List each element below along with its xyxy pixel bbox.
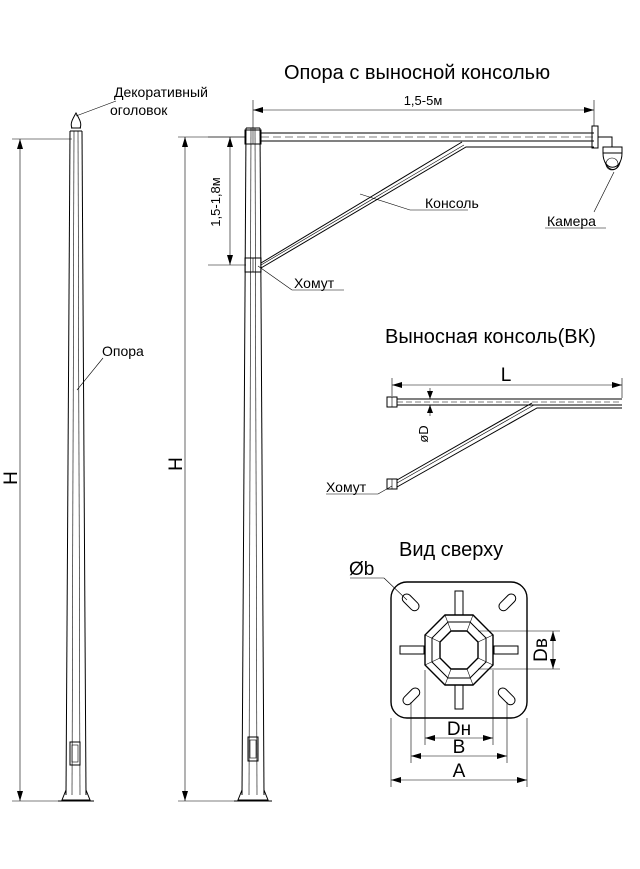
- outer-octagon: [424, 614, 494, 686]
- outer-diameter-label: Dн: [447, 719, 471, 740]
- service-hatch-2: [247, 736, 259, 762]
- inner-diameter-dimension: Dв: [478, 630, 560, 670]
- clamp-label: Хомут: [294, 275, 335, 291]
- height-label-right: H: [166, 457, 187, 471]
- clamp-label-2: Хомут: [326, 479, 367, 495]
- console-length-label: L: [501, 365, 512, 386]
- hole-diameter-label: Øb: [349, 559, 374, 580]
- decorative-finial-icon: [70, 111, 82, 129]
- console-arm: [260, 132, 594, 269]
- console-label: Консоль: [425, 195, 479, 211]
- console-title: Выносная консоль(ВК): [385, 326, 596, 348]
- offset-dimension: 1,5-1,8м: [208, 136, 246, 266]
- top-view-title: Вид сверху: [399, 539, 503, 561]
- decorative-top-callout: Декоративный оголовок: [75, 84, 208, 118]
- hole-diameter-callout: Øb: [349, 559, 408, 601]
- console-diameter-dimension: øD: [416, 388, 433, 443]
- base-width-dimension: A: [390, 718, 528, 787]
- pole-base: [61, 789, 91, 801]
- span-label: 1,5-5м: [404, 93, 443, 108]
- decorative-top-label: Декоративный: [114, 84, 208, 100]
- main-pole: [234, 127, 272, 802]
- height-dimension-right: H: [166, 136, 246, 802]
- camera-callout: Камера: [545, 171, 615, 229]
- height-label-left: H: [1, 471, 22, 485]
- outer-diameter-dimension: Dн: [424, 670, 494, 745]
- bolt-hole-icon: [401, 593, 517, 706]
- camera-label: Камера: [547, 213, 596, 229]
- inner-diameter-label: Dв: [531, 638, 552, 662]
- clamp-callout-2: Хомут: [326, 479, 393, 495]
- base-width-label: A: [453, 761, 466, 782]
- service-hatch: [69, 741, 81, 766]
- decorative-top-label-2: оголовок: [110, 102, 168, 118]
- console-diameter-label: øD: [416, 425, 431, 442]
- inner-octagon: [439, 630, 479, 670]
- base-plate: [390, 581, 528, 719]
- decorative-pole: [58, 111, 94, 802]
- main-title: Опора с выносной консолью: [284, 62, 550, 84]
- pole-base-2: [237, 789, 269, 801]
- bolt-spacing-label: B: [453, 737, 466, 758]
- console-length-dimension: L: [391, 365, 623, 398]
- clamp-callout: Хомут: [257, 265, 344, 291]
- bolt-spacing-dimension: B: [410, 702, 508, 763]
- console-detail: [386, 396, 622, 490]
- console-callout: Консоль: [359, 193, 479, 211]
- base-plate-top-view: [390, 581, 528, 719]
- span-dimension: 1,5-5м: [252, 93, 595, 130]
- pole-label: Опора: [102, 343, 144, 359]
- pole-callout: Опора: [76, 343, 144, 391]
- camera-icon: [591, 125, 623, 171]
- offset-label: 1,5-1,8м: [208, 177, 223, 226]
- height-dimension-left: H: [1, 138, 72, 802]
